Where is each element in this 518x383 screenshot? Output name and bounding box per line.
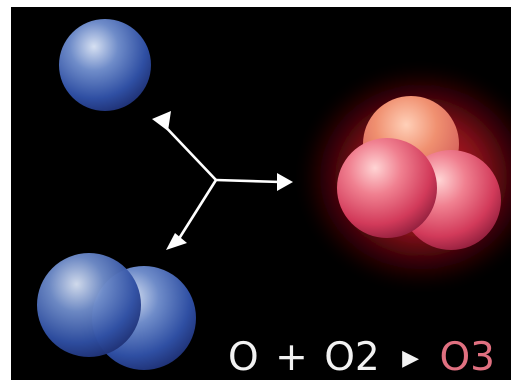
oxygen-atom [59,19,151,111]
arrow-head-right-icon [277,173,293,191]
arrow-tail-bottom-icon [166,233,187,250]
equation-plus: + [275,335,308,380]
reaction-diagram [37,19,511,370]
equation-product-o3: O3 [439,335,495,380]
reaction-equation: O + O2 ▶ O3 [228,338,495,377]
equation-reactant-o: O [228,335,259,380]
arrow-heads [152,111,293,250]
blue-sphere-icon [37,253,141,357]
blue-sphere-icon [59,19,151,111]
y-merge-arrow-icon [157,118,283,247]
red-sphere-icon [337,138,437,238]
equation-arrow-icon: ▶ [402,346,420,371]
equation-reactant-o2: O2 [324,335,380,380]
diagram-canvas: O + O2 ▶ O3 [11,7,511,380]
ozone-molecule [301,67,511,287]
arrow-tail-top-icon [152,111,171,131]
oxygen-molecule [37,253,196,370]
